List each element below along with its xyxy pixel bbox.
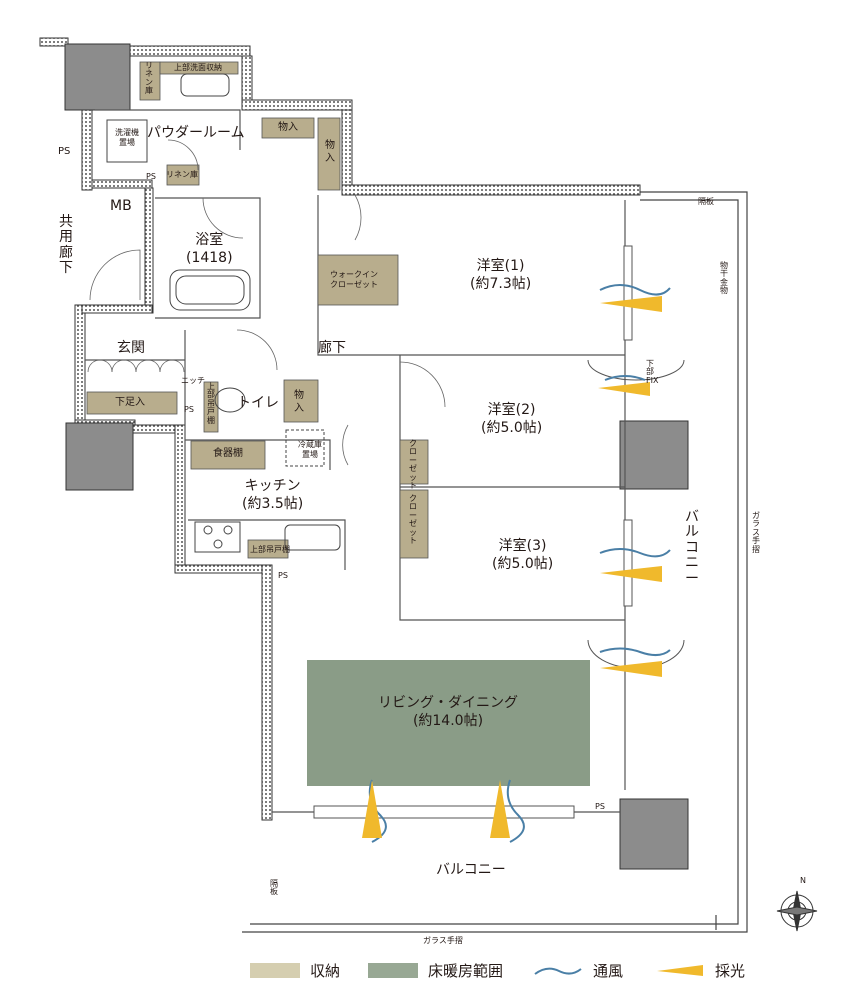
balcony-east-label: バルコニー [685,509,699,587]
partition-label-east: 隔板 [698,197,714,206]
legend-label: 床暖房範囲 [428,962,504,980]
columns [64,43,689,870]
niche-label: ニッチ [181,376,205,385]
legend-floor-heating: 床暖房範囲 [368,960,503,981]
floor-heating-swatch [368,963,418,978]
fixture-label: 物干金物 [720,261,728,296]
mb-label: MB [110,198,132,214]
upper-cabinet-label-2: 上部吊戸棚 [250,545,290,554]
room-name: キッチン [244,478,301,494]
light-markers [362,296,662,838]
breeze-markers [368,284,671,843]
room-western-3: 洋室(3) (約5.0帖) [492,538,553,573]
partition-label-south: 隔板 [270,879,278,897]
compass-icon [776,890,818,932]
room-western-1: 洋室(1) (約7.3帖) [470,258,531,293]
room-kitchen: キッチン (約3.5帖) [242,478,303,513]
room-size: (約14.0帖) [412,712,484,729]
fridge-label: 冷蔵庫置場 [298,440,322,459]
storage-areas [86,61,429,559]
room-name: リビング・ダイニング [378,695,518,711]
glass-rail-east-label: ガラス手摺 [752,511,760,554]
upper-cabinet-label-1: 上部吊戸棚 [207,382,215,425]
closet-label-2: クローゼット [409,439,417,490]
ps-label-3: PS [184,405,194,414]
dish-cabinet-label: 食器棚 [213,448,243,459]
legend-label: 収納 [310,962,341,980]
room-size: (約5.0帖) [492,555,554,572]
upper-fix-label: 下部FIX [646,359,659,385]
legend-light: 採光 [655,960,745,981]
storage-label-3: 物入 [294,390,304,414]
shared-corridor: 共用廊下 [59,214,73,277]
ps-label-5: PS [595,802,605,811]
light-icon [657,965,703,976]
room-entrance: 玄関 [117,340,145,356]
room-name: 洋室(3) [498,538,547,554]
room-size: (約5.0帖) [481,419,543,436]
fixtures [106,73,341,553]
closet-label-3: クローゼット [409,494,417,545]
legend-storage: 収納 [250,960,340,981]
storage-swatch [250,963,300,978]
ps-label-2: PS [146,172,156,181]
room-powder: パウダールーム [147,125,245,141]
floor-heating-area [307,660,590,786]
room-western-2: 洋室(2) (約5.0帖) [481,402,542,437]
linen-label-1: リネン庫 [145,61,153,96]
balcony-railing [242,191,748,933]
room-name: 洋室(2) [487,402,536,418]
legend-label: 通風 [593,962,624,980]
walkin-closet-label: ウォークイン クローゼット [330,270,378,289]
exterior-walls [39,37,641,821]
room-corridor: 廊下 [318,340,346,356]
room-size: (約7.3帖) [470,275,532,292]
upper-washbasin-label: 上部洗面収納 [174,63,222,72]
legend-label: 採光 [715,962,746,980]
linen-label-2: リネン庫 [166,170,198,179]
storage-label-2: 物入 [325,140,335,164]
shoe-cabinet-label: 下足入 [115,397,145,408]
room-name: 浴室 [195,232,224,248]
room-size: (約3.5帖) [242,495,304,512]
room-toilet: トイレ [237,395,279,411]
balcony-south-label: バルコニー [436,862,506,878]
ps-label-1: PS [58,146,71,157]
ps-label-4: PS [278,571,288,580]
north-label: N [800,876,806,885]
door-swings [87,139,446,466]
room-name: 洋室(1) [476,258,525,274]
room-size: (1418) [186,249,233,266]
storage-label-1: 物入 [278,122,298,133]
glass-rail-south-label: ガラス手摺 [423,936,463,945]
breeze-icon [534,967,582,975]
washer-label: 洗濯機置場 [115,128,139,147]
legend-breeze: 通風 [533,960,623,981]
room-bath: 浴室 (1418) [186,232,233,267]
room-living-dining: リビング・ダイニング (約14.0帖) [378,695,518,730]
